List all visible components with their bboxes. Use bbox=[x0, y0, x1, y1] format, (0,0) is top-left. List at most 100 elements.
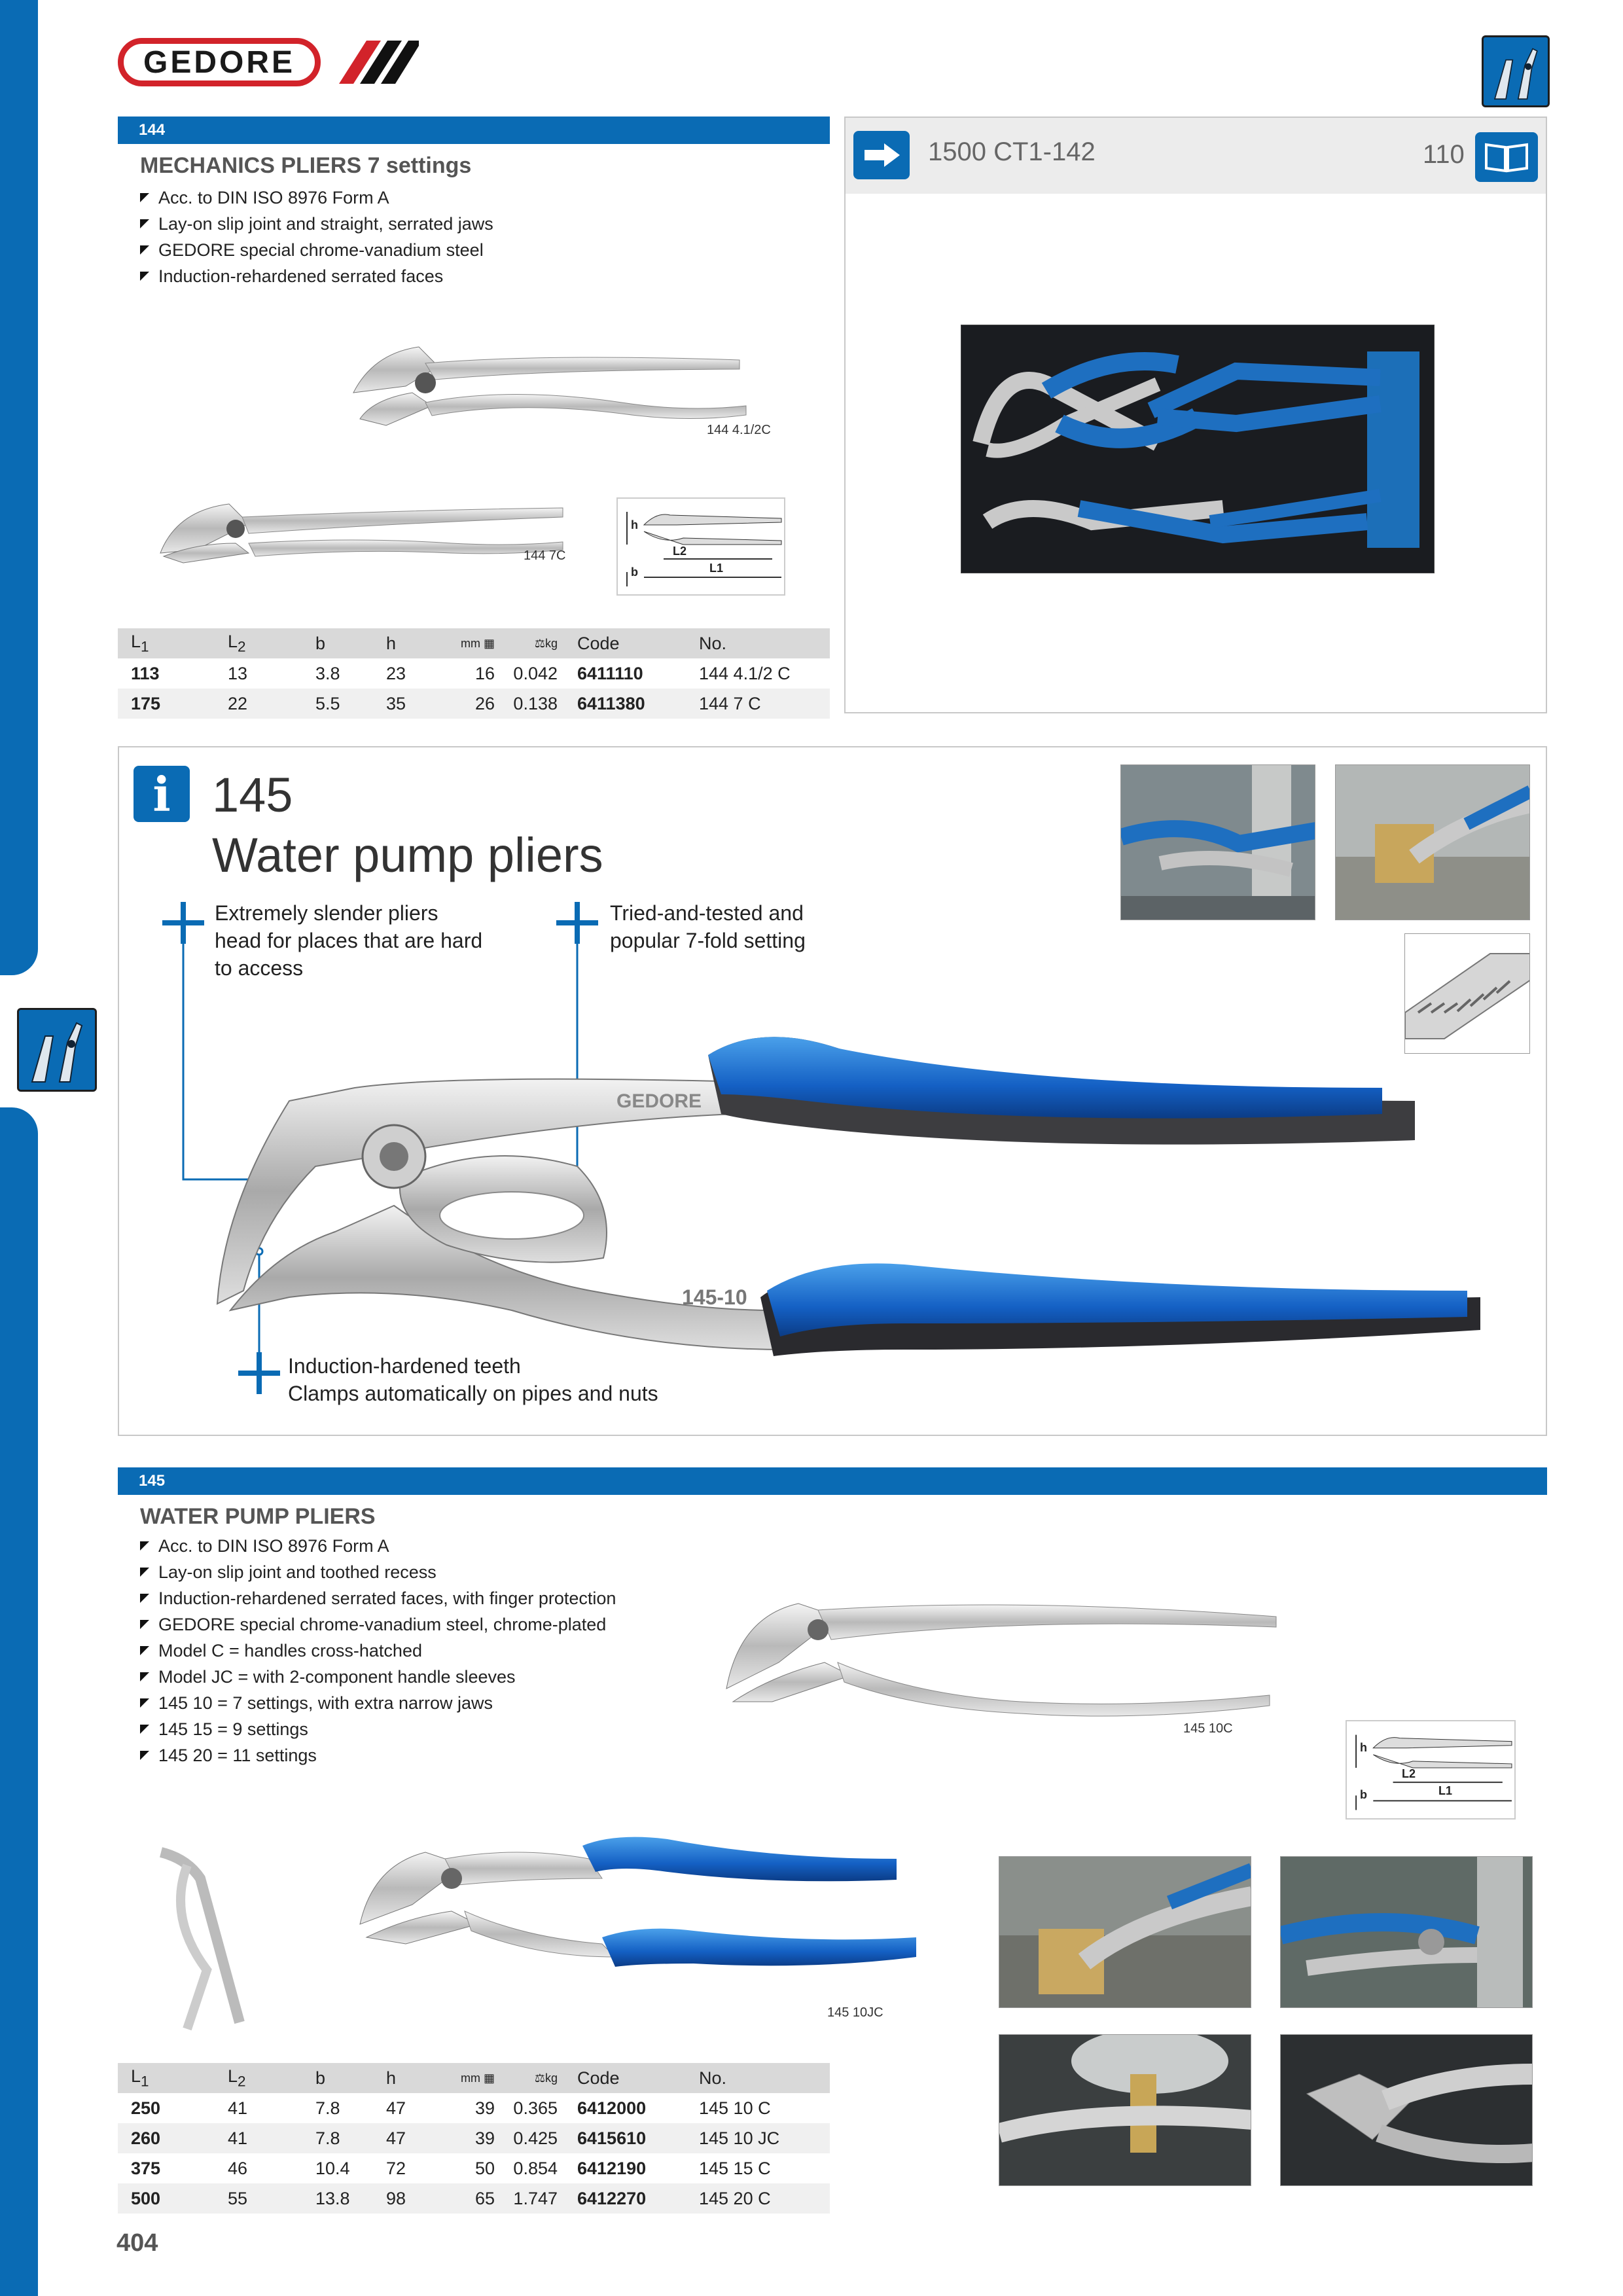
dimension-diagram-144: h b L1 L2 bbox=[616, 497, 785, 596]
feature-item: 145 15 = 9 settings bbox=[140, 1716, 616, 1742]
caption-144-small: 144 4.1/2C bbox=[707, 423, 771, 437]
pliers-category-icon[interactable] bbox=[17, 1008, 97, 1092]
pliers-category-icon-top[interactable] bbox=[1482, 35, 1550, 107]
feature-item: Lay-on slip joint and straight, serrated… bbox=[140, 211, 493, 237]
dimension-diagram-145: h b L1 L2 bbox=[1346, 1720, 1516, 1820]
crossref-label[interactable]: 1500 CT1-142 bbox=[928, 137, 1096, 166]
scale-icon: ⚖ bbox=[534, 636, 545, 650]
feature-item: Model C = handles cross-hatched bbox=[140, 1638, 616, 1664]
usage-photo-4 bbox=[1280, 1856, 1533, 2008]
jaw-sketch-image bbox=[159, 1847, 245, 2031]
col-l2: L2 bbox=[219, 628, 297, 658]
dim-b-label: b bbox=[1360, 1788, 1367, 1801]
feature-item: Lay-on slip joint and toothed recess bbox=[140, 1559, 616, 1585]
section-title-144: MECHANICS PLIERS 7 settings bbox=[140, 153, 472, 178]
col-code: Code bbox=[571, 628, 699, 658]
col-no: No. bbox=[699, 628, 830, 658]
page-number: 404 bbox=[116, 2229, 158, 2257]
col-l1: L1 bbox=[118, 2063, 219, 2093]
feature-item: Acc. to DIN ISO 8976 Form A bbox=[140, 1533, 616, 1559]
col-l2: L2 bbox=[219, 2063, 297, 2093]
section-bar-144: 144 bbox=[118, 117, 830, 144]
wrench-size-icon: ▦ bbox=[483, 2071, 495, 2085]
table-header-row: L1 L2 b h mm ▦ ⚖kg Code No. bbox=[118, 628, 830, 658]
feature-item: GEDORE special chrome-vanadium steel, ch… bbox=[140, 1611, 616, 1638]
pliers-144-small-image bbox=[353, 346, 747, 426]
col-mm: mm ▦ bbox=[436, 2063, 508, 2093]
feature-item: 145 20 = 11 settings bbox=[140, 1742, 616, 1768]
feature-item: Acc. to DIN ISO 8976 Form A bbox=[140, 185, 493, 211]
plus-icon bbox=[238, 1352, 280, 1394]
side-tab-bottom bbox=[0, 1107, 38, 2296]
dim-l2-label: L2 bbox=[673, 545, 687, 558]
caption-144-large: 144 7C bbox=[524, 548, 566, 563]
pliers-145-10jc-image bbox=[359, 1837, 916, 1967]
col-b: b bbox=[297, 2063, 366, 2093]
feature-list-144: Acc. to DIN ISO 8976 Form A Lay-on slip … bbox=[140, 185, 493, 289]
pliers-144-large-image bbox=[160, 503, 563, 564]
caption-145-10c: 145 10C bbox=[1183, 1721, 1233, 1736]
feature-title: Water pump pliers bbox=[212, 828, 603, 882]
feature-number: 145 bbox=[212, 768, 293, 822]
arrow-right-icon[interactable] bbox=[853, 131, 910, 179]
dim-l1-label: L1 bbox=[1438, 1784, 1453, 1797]
feature-box-145: i 145 Water pump pliers Extremely slende… bbox=[118, 746, 1547, 1436]
dim-h-label: h bbox=[1360, 1741, 1367, 1754]
crossref-page[interactable]: 110 bbox=[1423, 140, 1465, 169]
brand-name: GEDORE bbox=[143, 45, 296, 80]
dim-l2-label: L2 bbox=[1402, 1767, 1416, 1780]
usage-photo-3 bbox=[999, 1856, 1251, 2008]
svg-text:GEDORE: GEDORE bbox=[616, 1090, 702, 1112]
water-pump-pliers-large-image: GEDORE bbox=[182, 924, 1480, 1356]
col-kg: ⚖kg bbox=[508, 2063, 571, 2093]
usage-photo-1 bbox=[1120, 764, 1315, 920]
usage-photo-2 bbox=[1335, 764, 1530, 920]
crossref-header bbox=[846, 118, 1546, 194]
info-icon[interactable]: i bbox=[134, 766, 190, 822]
feature-list-145: Acc. to DIN ISO 8976 Form A Lay-on slip … bbox=[140, 1533, 616, 1768]
col-h: h bbox=[366, 628, 436, 658]
feature-item: 145 10 = 7 settings, with extra narrow j… bbox=[140, 1690, 616, 1716]
col-b: b bbox=[297, 628, 366, 658]
caption-145-10jc: 145 10JC bbox=[827, 2005, 883, 2020]
plus-icon bbox=[162, 902, 204, 944]
catalog-book-icon[interactable] bbox=[1475, 132, 1538, 182]
feature-item: Induction-rehardened serrated faces bbox=[140, 263, 493, 289]
feature-item: Model JC = with 2-component handle sleev… bbox=[140, 1664, 616, 1690]
toolset-tray-image bbox=[961, 325, 1435, 573]
dim-h-label: h bbox=[631, 518, 638, 531]
col-h: h bbox=[366, 2063, 436, 2093]
pliers-145-10c-image bbox=[726, 1603, 1277, 1717]
jaw-detail-image bbox=[1404, 933, 1530, 1054]
col-mm: mm ▦ bbox=[436, 628, 508, 658]
dim-l1-label: L1 bbox=[709, 562, 724, 575]
usage-photo-5 bbox=[999, 2034, 1251, 2186]
col-no: No. bbox=[699, 2063, 830, 2093]
usage-photo-6 bbox=[1280, 2034, 1533, 2186]
crossref-box: 1500 CT1-142 110 bbox=[844, 117, 1547, 713]
wrench-size-icon: ▦ bbox=[483, 636, 495, 650]
gedore-logo: GEDORE bbox=[118, 38, 321, 86]
feature-item: Induction-rehardened serrated faces, wit… bbox=[140, 1585, 616, 1611]
plus-icon bbox=[556, 902, 598, 944]
scale-icon: ⚖ bbox=[534, 2071, 545, 2085]
table-header-row: L1 L2 b h mm ▦ ⚖kg Code No. bbox=[118, 2063, 830, 2093]
side-tab-top bbox=[0, 0, 38, 975]
logo-stripes-icon bbox=[339, 41, 419, 84]
feature-item: GEDORE special chrome-vanadium steel bbox=[140, 237, 493, 263]
section-bar-145: 145 bbox=[118, 1467, 1547, 1495]
col-code: Code bbox=[571, 2063, 699, 2093]
dim-b-label: b bbox=[631, 565, 638, 579]
section-title-145: WATER PUMP PLIERS bbox=[140, 1504, 376, 1529]
